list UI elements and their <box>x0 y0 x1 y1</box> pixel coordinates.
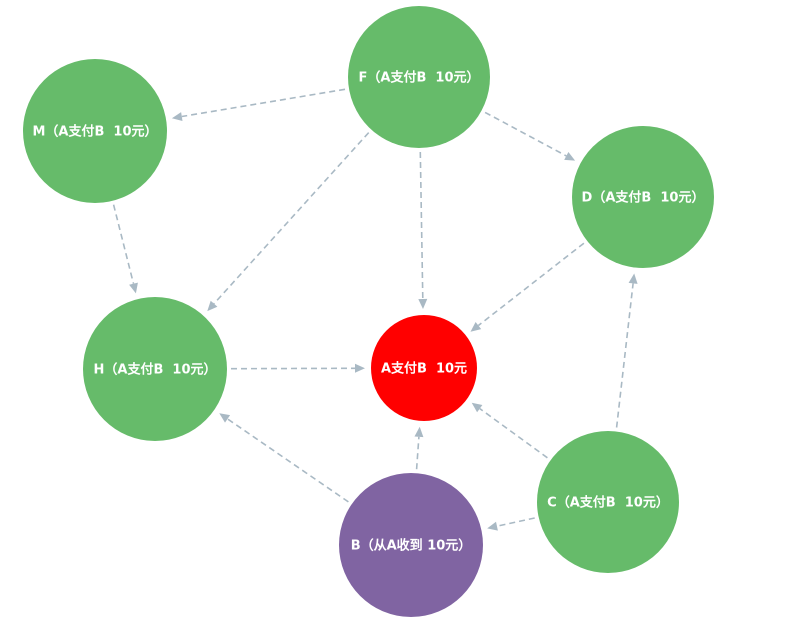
node-a[interactable]: A支付B 10元 <box>371 315 477 421</box>
node-f[interactable]: F（A支付B 10元） <box>348 6 490 148</box>
node-circle[interactable] <box>572 126 714 268</box>
arrowhead-icon <box>471 402 483 413</box>
edge-f-to-m <box>171 88 346 121</box>
node-label: F（A支付B 10元） <box>359 70 480 86</box>
edge-line <box>419 151 424 300</box>
edge-line <box>479 407 548 459</box>
edge-line <box>213 132 370 305</box>
arrowhead-icon <box>171 112 183 121</box>
node-c[interactable]: C（A支付B 10元） <box>537 431 679 573</box>
node-label: D（A支付B 10元） <box>582 190 705 206</box>
node-label: M（A支付B 10元） <box>32 124 157 140</box>
edge-line <box>484 111 567 157</box>
edge-b-to-a <box>414 426 424 470</box>
node-label: A支付B 10元 <box>381 361 467 377</box>
node-h[interactable]: H（A支付B 10元） <box>83 297 227 441</box>
node-circle[interactable] <box>348 6 490 148</box>
arrowhead-icon <box>564 152 576 161</box>
edge-c-to-a <box>471 402 548 459</box>
edge-f-to-a <box>418 151 428 309</box>
node-circle[interactable] <box>371 315 477 421</box>
edge-line <box>181 88 346 118</box>
arrowhead-icon <box>219 413 231 423</box>
edge-line <box>477 242 585 327</box>
node-b[interactable]: B（从A收到 10元） <box>339 473 483 617</box>
edge-line <box>415 436 420 470</box>
node-circle[interactable] <box>83 297 227 441</box>
edge-f-to-d <box>484 111 576 161</box>
edge-line <box>112 204 135 284</box>
edge-d-to-a <box>470 242 585 332</box>
arrowhead-icon <box>207 300 218 312</box>
arrowhead-icon <box>129 282 138 294</box>
arrowhead-icon <box>628 273 638 284</box>
edge-line <box>227 418 349 503</box>
node-circle[interactable] <box>339 473 483 617</box>
edge-c-to-d <box>615 273 638 428</box>
node-label: H（A支付B 10元） <box>94 362 217 378</box>
edge-c-to-b <box>487 517 535 531</box>
node-circle[interactable] <box>537 431 679 573</box>
node-d[interactable]: D（A支付B 10元） <box>572 126 714 268</box>
node-label: B（从A收到 10元） <box>351 538 472 554</box>
edge-line <box>615 283 634 428</box>
node-m[interactable]: M（A支付B 10元） <box>23 59 167 203</box>
arrowhead-icon <box>355 363 365 373</box>
arrowhead-icon <box>414 426 424 438</box>
edge-f-to-h <box>207 132 370 312</box>
node-circle[interactable] <box>23 59 167 203</box>
edges-layer <box>112 88 638 531</box>
arrowhead-icon <box>470 322 482 332</box>
arrowhead-icon <box>418 298 428 309</box>
nodes-layer: F（A支付B 10元） M（A支付B 10元） D（A支付B 10元） H（A支付B … <box>23 6 714 617</box>
node-label: C（A支付B 10元） <box>547 495 669 511</box>
arrowhead-icon <box>487 521 498 531</box>
edge-m-to-h <box>112 204 138 294</box>
edge-line <box>496 517 535 527</box>
edge-h-to-a <box>230 363 365 373</box>
edge-b-to-h <box>219 413 349 503</box>
